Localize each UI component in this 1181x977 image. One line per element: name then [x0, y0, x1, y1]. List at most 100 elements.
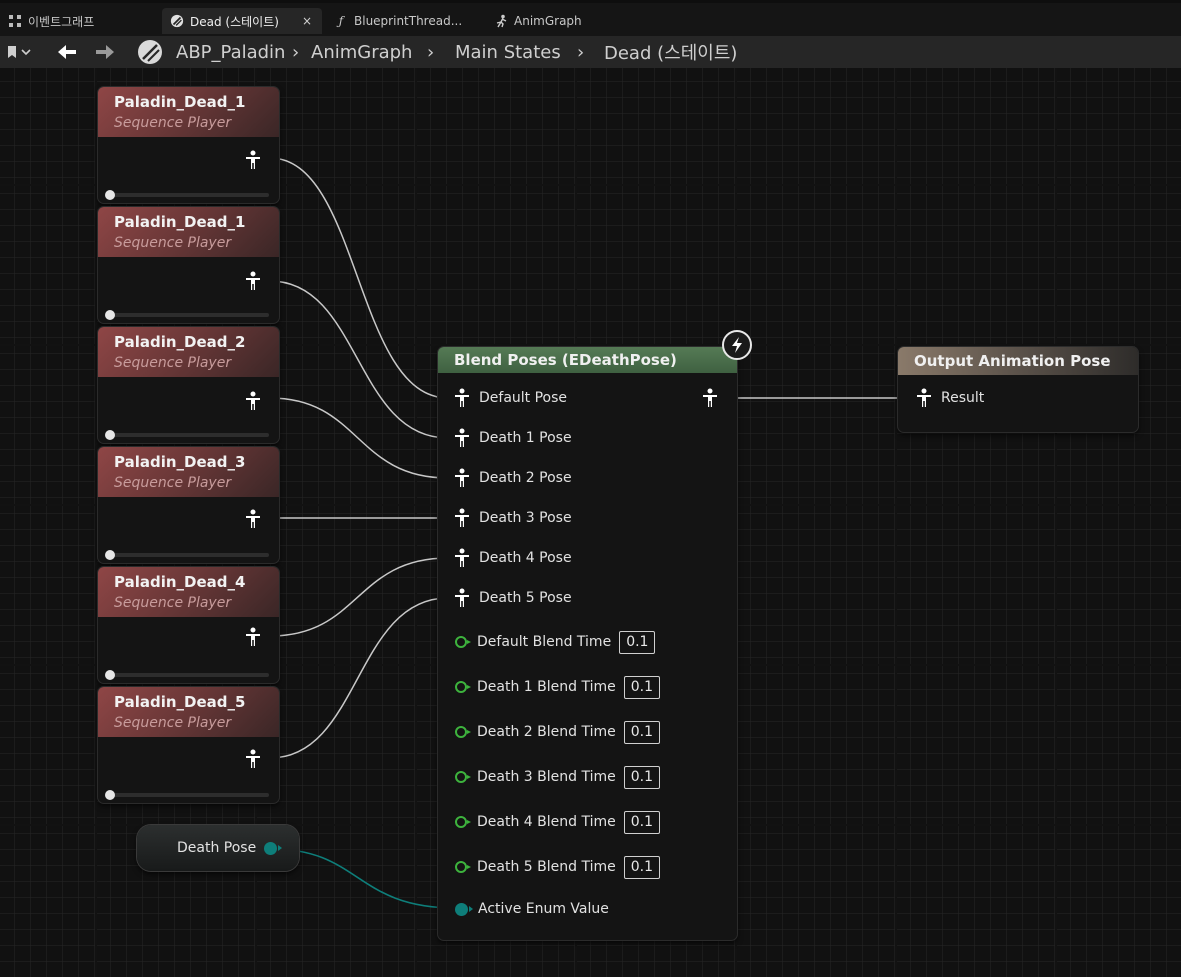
blend-time-input[interactable]: 0.1 [623, 855, 660, 879]
pin-label: Death 2 Pose [479, 470, 572, 486]
variable-output[interactable]: Death Pose [177, 838, 283, 858]
node-header[interactable]: Paladin_Dead_1 Sequence Player [98, 207, 279, 257]
float-pin-icon[interactable] [455, 726, 471, 738]
node-title: Paladin_Dead_2 [114, 333, 246, 351]
enum-pin-icon[interactable] [264, 841, 283, 855]
blend-time-input[interactable]: 0.1 [623, 810, 660, 834]
playback-slider[interactable] [105, 670, 269, 680]
sequence-player-node[interactable]: Paladin_Dead_1 Sequence Player [98, 87, 279, 203]
node-title[interactable]: Output Animation Pose [898, 347, 1138, 375]
sequence-player-node[interactable]: Paladin_Dead_5 Sequence Player [98, 687, 279, 803]
pose-input-pin-icon[interactable] [454, 388, 470, 408]
blend-time-input[interactable]: 0.1 [623, 765, 660, 789]
pose-input-pin-icon[interactable] [454, 428, 470, 448]
pose-input-death-5[interactable]: Death 5 Pose [454, 588, 572, 608]
tab-label: 이벤트그래프 [28, 14, 95, 29]
blend-time-death-3[interactable]: Death 3 Blend Time 0.1 [455, 765, 660, 789]
pin-label: Death 4 Blend Time [477, 814, 616, 830]
pose-output-pin-icon[interactable] [702, 388, 718, 408]
breadcrumb-dead-state[interactable]: Dead (스테이트) [604, 43, 738, 64]
slider-knob[interactable] [105, 670, 115, 680]
enum-pin-icon[interactable] [455, 902, 473, 916]
playback-slider[interactable] [105, 310, 269, 320]
active-enum-input[interactable]: Active Enum Value [455, 898, 609, 920]
tab-blueprint-thread[interactable]: ƒ BlueprintThread... [326, 8, 486, 34]
float-pin-icon[interactable] [455, 816, 471, 828]
slider-knob[interactable] [105, 430, 115, 440]
pose-input-default[interactable]: Default Pose [454, 388, 567, 408]
slider-knob[interactable] [105, 790, 115, 800]
playback-slider[interactable] [105, 430, 269, 440]
breadcrumb-anim-graph[interactable]: AnimGraph [311, 41, 413, 63]
slider-knob[interactable] [105, 550, 115, 560]
close-tab-button[interactable]: × [301, 14, 312, 28]
playback-slider[interactable] [105, 790, 269, 800]
tab-dead-state[interactable]: Dead (스테이트) × [162, 8, 322, 34]
pose-input-pin-icon[interactable] [454, 588, 470, 608]
blend-time-input[interactable]: 0.1 [619, 630, 656, 654]
slider-knob[interactable] [105, 310, 115, 320]
blend-poses-node[interactable]: Blend Poses (EDeathPose) Default Pose De… [438, 347, 737, 940]
death-pose-variable-node[interactable]: Death Pose [137, 825, 299, 871]
blend-time-death-4[interactable]: Death 4 Blend Time 0.1 [455, 810, 660, 834]
blend-time-death-2[interactable]: Death 2 Blend Time 0.1 [455, 720, 660, 744]
result-input[interactable]: Result [916, 388, 984, 408]
sequence-player-node[interactable]: Paladin_Dead_3 Sequence Player [98, 447, 279, 563]
float-pin-icon[interactable] [455, 636, 471, 648]
event-graph-icon [8, 14, 22, 28]
breadcrumb-separator: › [577, 41, 585, 63]
pose-input-pin-icon[interactable] [916, 388, 932, 408]
pose-input-pin-icon[interactable] [454, 548, 470, 568]
node-title: Paladin_Dead_1 [114, 93, 246, 111]
blend-time-input[interactable]: 0.1 [623, 675, 660, 699]
pose-input-death-1[interactable]: Death 1 Pose [454, 428, 572, 448]
slider-knob[interactable] [105, 190, 115, 200]
float-pin-icon[interactable] [455, 681, 471, 693]
pose-input-death-2[interactable]: Death 2 Pose [454, 468, 572, 488]
pose-output-pin-icon[interactable] [245, 271, 261, 291]
float-pin-icon[interactable] [455, 861, 471, 873]
node-header[interactable]: Paladin_Dead_4 Sequence Player [98, 567, 279, 617]
blend-time-death-5[interactable]: Death 5 Blend Time 0.1 [455, 855, 660, 879]
pose-output-pin-icon[interactable] [245, 509, 261, 529]
bookmark-menu-button[interactable] [6, 36, 32, 68]
pose-output-pin-icon[interactable] [245, 749, 261, 769]
tab-anim-graph[interactable]: AnimGraph [486, 8, 646, 34]
tab-event-graph[interactable]: 이벤트그래프 [0, 8, 160, 34]
blend-time-death-1[interactable]: Death 1 Blend Time 0.1 [455, 675, 660, 699]
pose-input-death-3[interactable]: Death 3 Pose [454, 508, 572, 528]
pin-label: Death 1 Pose [479, 430, 572, 446]
node-header[interactable]: Paladin_Dead_1 Sequence Player [98, 87, 279, 137]
pose-input-pin-icon[interactable] [454, 508, 470, 528]
pose-input-death-4[interactable]: Death 4 Pose [454, 548, 572, 568]
node-header[interactable]: Paladin_Dead_3 Sequence Player [98, 447, 279, 497]
node-subtitle: Sequence Player [114, 595, 232, 611]
playback-slider[interactable] [105, 550, 269, 560]
pose-output-pin-icon[interactable] [245, 627, 261, 647]
back-button[interactable] [56, 36, 78, 68]
pose-input-pin-icon[interactable] [454, 468, 470, 488]
playback-slider[interactable] [105, 190, 269, 200]
pose-output-pin-icon[interactable] [245, 150, 261, 170]
breadcrumb-main-states[interactable]: Main States [455, 41, 561, 63]
function-icon: ƒ [338, 14, 344, 28]
breadcrumb-asset[interactable]: ABP_Paladin [176, 41, 286, 63]
fast-path-lightning-icon [722, 330, 752, 360]
sequence-player-node[interactable]: Paladin_Dead_2 Sequence Player [98, 327, 279, 443]
forward-button[interactable] [94, 36, 116, 68]
float-pin-icon[interactable] [455, 771, 471, 783]
pose-output-pin-icon[interactable] [245, 391, 261, 411]
sequence-player-node[interactable]: Paladin_Dead_1 Sequence Player [98, 207, 279, 323]
blend-time-input[interactable]: 0.1 [623, 720, 660, 744]
sequence-player-node[interactable]: Paladin_Dead_4 Sequence Player [98, 567, 279, 683]
graph-canvas[interactable]: Paladin_Dead_1 Sequence Player Paladin_D… [0, 68, 1181, 977]
node-title[interactable]: Blend Poses (EDeathPose) [438, 347, 737, 373]
pin-label: Death 5 Blend Time [477, 859, 616, 875]
tab-label: BlueprintThread... [354, 14, 463, 28]
output-animation-pose-node[interactable]: Output Animation Pose Result [898, 347, 1138, 432]
node-header[interactable]: Paladin_Dead_2 Sequence Player [98, 327, 279, 377]
node-header[interactable]: Paladin_Dead_5 Sequence Player [98, 687, 279, 737]
node-subtitle: Sequence Player [114, 355, 232, 371]
blend-time-default[interactable]: Default Blend Time 0.1 [455, 630, 656, 654]
pin-label: Death 3 Blend Time [477, 769, 616, 785]
